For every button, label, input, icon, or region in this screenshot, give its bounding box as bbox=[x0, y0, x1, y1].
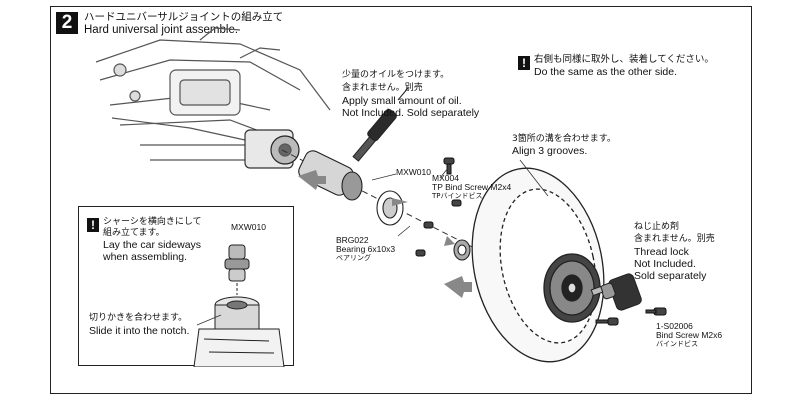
other-side-note-en: Do the same as the other side. bbox=[534, 66, 677, 78]
inset-warning-icon: ! bbox=[87, 218, 99, 232]
thread-lock-en1: Thread lock bbox=[634, 246, 689, 258]
inset-warn-en1: Lay the car sideways bbox=[103, 239, 202, 251]
mx004-code: MX004 bbox=[432, 173, 459, 183]
thread-lock-en3: Sold separately bbox=[634, 270, 707, 282]
s02006-code: 1-S02006 bbox=[656, 321, 693, 331]
mx004-jp: TPバインドビス bbox=[432, 192, 483, 200]
thread-lock-jp1: ねじ止め剤 bbox=[634, 222, 680, 232]
brg022-jp: ベアリング bbox=[336, 254, 371, 262]
oil-note-jp2: 含まれません。別売 bbox=[342, 83, 423, 93]
grooves-note-jp: 3箇所の溝を合わせます。 bbox=[512, 134, 616, 144]
inset-warn-en2: when assembling. bbox=[103, 251, 188, 263]
mx004-screws bbox=[415, 157, 462, 257]
mx004-name: TP Bind Screw M2x4 bbox=[432, 182, 512, 192]
mxw010-label: MXW010 bbox=[396, 167, 431, 177]
step-title-jp: ハードユニバーサルジョイントの組み立て bbox=[84, 11, 284, 23]
brg022-name: Bearing 6x10x3 bbox=[336, 244, 396, 254]
oil-bottle-drawing bbox=[352, 87, 409, 162]
chassis-drawing bbox=[95, 27, 331, 169]
step-number-badge: 2 bbox=[56, 12, 78, 34]
universal-joint-parts bbox=[298, 150, 471, 261]
leader-lines bbox=[371, 159, 549, 237]
grooves-note-en: Align 3 grooves. bbox=[512, 145, 588, 157]
tire-drawing bbox=[471, 167, 605, 363]
inset-warn-jp1: シャーシを横向きにして bbox=[103, 217, 202, 227]
step-title-en: Hard universal joint assemble. bbox=[84, 24, 239, 36]
other-side-warning-icon: ! bbox=[518, 56, 530, 70]
brg022-code: BRG022 bbox=[336, 235, 369, 245]
other-side-note-jp: 右側も同様に取外し、装着してください。 bbox=[534, 54, 714, 65]
oil-note-jp: 少量のオイルをつけます。 bbox=[342, 70, 450, 80]
oil-note-en2: Not Included. Sold separately bbox=[342, 107, 480, 119]
oil-note-en1: Apply small amount of oil. bbox=[342, 95, 462, 107]
s02006-screws bbox=[595, 307, 667, 326]
direction-arrows bbox=[298, 170, 472, 298]
inset-part-label: MXW010 bbox=[231, 222, 266, 232]
thread-lock-en2: Not Included. bbox=[634, 258, 696, 270]
inset-notch-en: Slide it into the notch. bbox=[89, 325, 190, 337]
inset-drawing bbox=[193, 244, 285, 367]
inset-leader-line bbox=[196, 314, 222, 326]
thread-lock-jp2: 含まれません。別売 bbox=[634, 234, 715, 244]
s02006-name: Bind Screw M2x6 bbox=[656, 330, 723, 340]
thread-lock-drawing bbox=[590, 273, 642, 311]
sideways-inset: ! シャーシを横向きにして 組み立てます。 Lay the car sidewa… bbox=[78, 206, 294, 367]
s02006-jp: バインドビス bbox=[656, 340, 698, 348]
inset-warn-jp2: 組み立てます。 bbox=[103, 228, 165, 238]
instruction-frame bbox=[50, 6, 752, 394]
inset-notch-jp: 切りかきを合わせます。 bbox=[89, 313, 188, 323]
inset-joint-drawing bbox=[193, 244, 285, 367]
